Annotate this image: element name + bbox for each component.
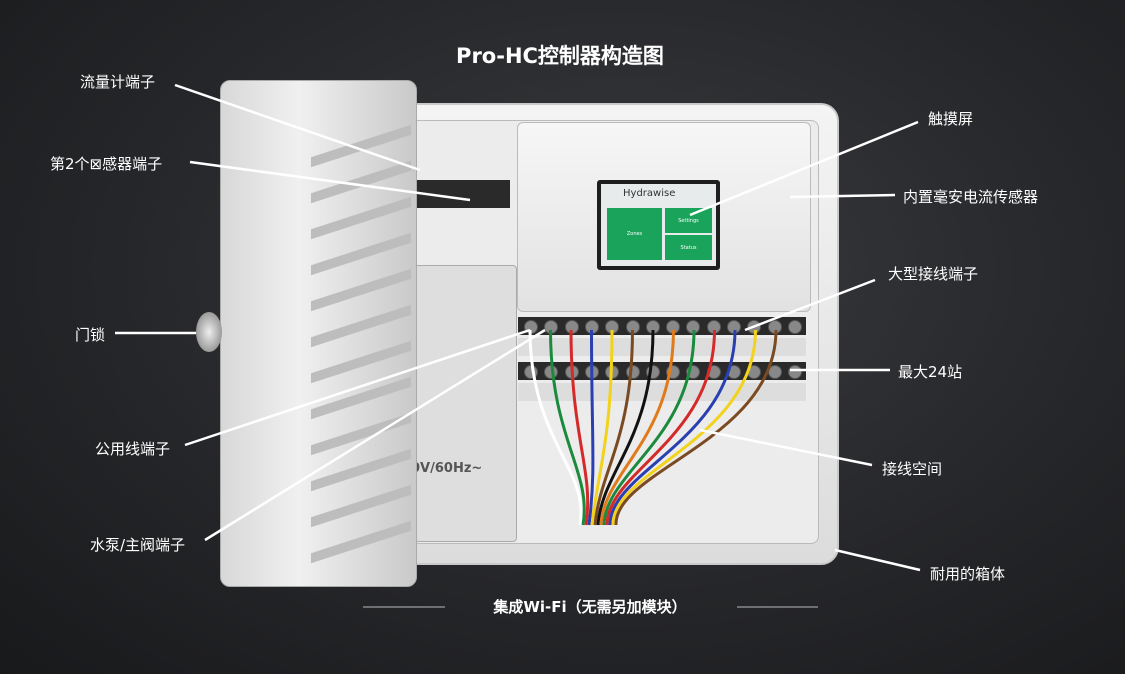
leader-touchscreen <box>689 120 919 217</box>
controller-door[interactable] <box>220 80 417 587</box>
wire <box>549 329 586 526</box>
label-door-lock: 门锁 <box>75 326 106 344</box>
wire <box>587 329 595 526</box>
zones-button[interactable]: Zones <box>607 208 662 260</box>
transformer-label: 0V/60Hz~ <box>411 461 483 476</box>
leader-sensor2 <box>189 160 471 202</box>
label-wiring-space: 接线空间 <box>882 460 943 478</box>
terminal-screw <box>787 365 802 379</box>
terminal-screw <box>787 320 802 334</box>
wire <box>590 329 614 526</box>
wire <box>569 329 590 526</box>
status-button[interactable]: Status <box>665 235 712 260</box>
label-flow-meter: 流量计端子 <box>80 73 156 91</box>
wire <box>599 329 675 526</box>
wire <box>608 329 737 526</box>
door-lock[interactable] <box>196 312 222 352</box>
label-stations: 最大24站 <box>898 363 963 381</box>
settings-button[interactable]: Settings <box>665 208 712 233</box>
label-sensor2: 第2个⊠感器端子 <box>50 155 163 173</box>
leader-terminals <box>744 278 876 332</box>
wire <box>528 329 583 526</box>
wire <box>605 329 716 526</box>
wire <box>593 329 634 526</box>
leader-current-sensor <box>789 193 896 199</box>
leader-wiring-space <box>699 428 873 467</box>
front-panel <box>517 122 811 312</box>
leader-lines <box>115 83 921 572</box>
wire <box>611 329 757 526</box>
label-pump: 水泵/主阀端子 <box>90 536 186 554</box>
wire <box>602 329 696 526</box>
leader-pump <box>204 328 546 542</box>
terminal-strip-bottom <box>518 362 806 380</box>
label-common: 公用线端子 <box>95 440 171 458</box>
wires <box>528 329 778 526</box>
wire <box>614 329 778 526</box>
hydrawise-logo: Hydrawise <box>623 188 676 199</box>
touchscreen[interactable]: Hydrawise Zones Settings Status <box>597 180 720 270</box>
wire <box>596 329 655 526</box>
label-terminals: 大型接线端子 <box>888 265 979 283</box>
leader-housing <box>834 548 921 572</box>
leader-common <box>184 328 531 447</box>
label-current-sensor: 内置毫安电流传感器 <box>903 188 1039 206</box>
label-touchscreen: 触摸屏 <box>928 110 974 128</box>
leader-flow-meter <box>174 83 421 172</box>
label-housing: 耐用的箱体 <box>930 565 1006 583</box>
footer-caption: 集成Wi-Fi（无需另加模块） <box>493 598 687 616</box>
page-title: Pro-HC控制器构造图 <box>456 44 664 68</box>
